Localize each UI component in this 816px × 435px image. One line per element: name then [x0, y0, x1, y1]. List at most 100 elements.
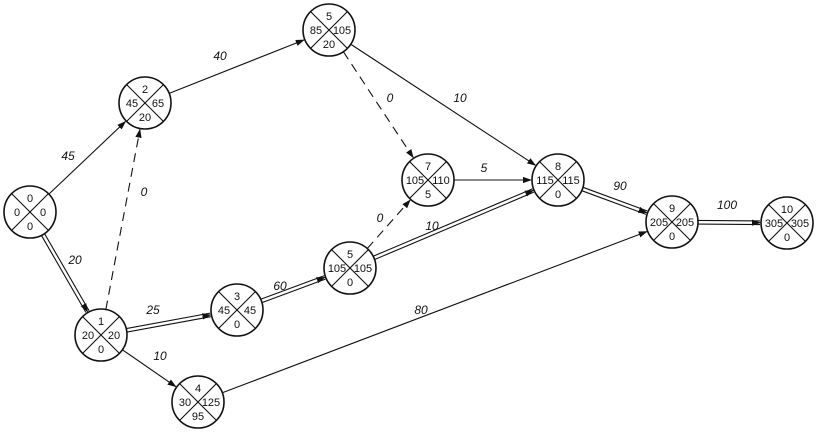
node-left-value: 205 — [650, 217, 668, 229]
edge-line — [260, 275, 325, 300]
node-top-value: 4 — [195, 383, 201, 395]
arrowhead-icon — [524, 190, 534, 197]
edge-line — [126, 316, 211, 333]
edge-1-2 — [105, 128, 142, 310]
node-bottom-value: 0 — [27, 221, 33, 233]
node-top-value: 3 — [234, 291, 240, 303]
node-divider — [126, 84, 164, 122]
node-top-value: 8 — [555, 161, 561, 173]
edge-4-9 — [222, 231, 648, 394]
edge-label: 60 — [273, 279, 287, 293]
node-divider — [218, 291, 256, 329]
edge-9-10 — [697, 219, 761, 226]
node-divider — [11, 193, 49, 231]
node-right-value: 115 — [562, 175, 580, 187]
node-bottom-value: 0 — [784, 232, 790, 244]
node-left-value: 30 — [179, 397, 191, 409]
edge-line — [44, 233, 90, 311]
node-left-value: 105 — [406, 175, 424, 187]
edge-0-2 — [48, 120, 127, 195]
edge-line — [168, 39, 305, 94]
node-right-value: 305 — [791, 218, 809, 230]
node-bottom-value: 20 — [323, 39, 335, 51]
node-top-value: 10 — [781, 204, 793, 216]
node-right-value: 20 — [108, 330, 120, 342]
node-right-value: 45 — [244, 305, 256, 317]
edge-8-9 — [581, 186, 648, 215]
edge-5b-8 — [373, 188, 535, 261]
edge-label: 80 — [414, 303, 428, 317]
edge-label: 40 — [213, 49, 227, 63]
edge-1-4 — [122, 349, 177, 388]
edge-line — [582, 186, 648, 212]
arrowhead-icon — [316, 276, 326, 284]
node-left-value: 115 — [536, 175, 554, 187]
node-top-value: 0 — [27, 193, 33, 205]
arrowhead-icon — [637, 206, 648, 214]
node-bottom-value: 5 — [425, 189, 431, 201]
edges — [40, 39, 761, 394]
arrowhead-icon — [80, 303, 88, 313]
edge-5a-8 — [350, 43, 537, 166]
edge-line — [342, 51, 414, 159]
edge-label: 100 — [717, 198, 737, 212]
edge-1-3 — [126, 312, 212, 333]
node-left-value: 20 — [82, 330, 94, 342]
node-bottom-value: 0 — [98, 344, 104, 356]
node-divider — [310, 11, 348, 49]
node-divider — [331, 249, 369, 287]
node-right-value: 205 — [676, 217, 694, 229]
edge-label: 45 — [61, 149, 75, 163]
edge-label: 10 — [153, 349, 167, 363]
node-4: 4 30 125 95 — [171, 375, 225, 429]
edge-line — [126, 312, 211, 330]
edge-label: 25 — [145, 303, 160, 317]
node-top-value: 9 — [669, 203, 675, 215]
edge-label: 0 — [377, 211, 384, 225]
edge-line — [697, 223, 760, 226]
node-right-value: 110 — [432, 175, 450, 187]
edge-label: 20 — [67, 253, 82, 267]
edge-3-5b — [260, 275, 326, 304]
node-divider — [653, 203, 691, 241]
node-top-value: 7 — [425, 161, 431, 173]
edge-line — [373, 188, 533, 257]
node-left-value: 45 — [126, 98, 138, 110]
edge-line — [374, 191, 535, 261]
edge-2-5a — [168, 39, 305, 94]
edge-label: 0 — [141, 185, 148, 199]
edge-label: 0 — [387, 91, 394, 105]
node-right-value: 65 — [152, 98, 164, 110]
node-divider — [539, 161, 577, 199]
edge-5b-7 — [366, 199, 411, 249]
edge-line — [122, 349, 177, 388]
node-left-value: 305 — [765, 218, 783, 230]
edge-0-1 — [40, 233, 90, 313]
node-left-value: 105 — [328, 263, 346, 275]
edge-label: 10 — [453, 91, 467, 105]
edge-line — [366, 199, 411, 249]
node-divider — [409, 161, 447, 199]
edge-label: 10 — [425, 219, 439, 233]
node-left-value: 85 — [310, 25, 322, 37]
node-bottom-value: 0 — [669, 231, 675, 243]
node-right-value: 105 — [354, 263, 372, 275]
node-bottom-value: 20 — [139, 112, 151, 124]
node-divider — [768, 204, 806, 242]
node-divider — [82, 316, 120, 354]
node-right-value: 125 — [202, 397, 220, 409]
edge-line — [581, 190, 647, 215]
node-top-value: 5 — [347, 249, 353, 261]
edge-5a-7 — [342, 51, 414, 159]
node-bottom-value: 95 — [192, 411, 204, 423]
